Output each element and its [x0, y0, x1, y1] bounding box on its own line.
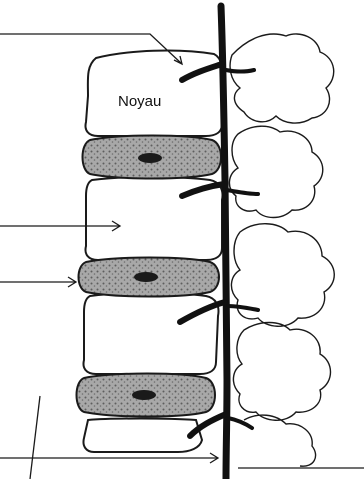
nerve-root-3b	[228, 306, 258, 310]
posterior-processes	[229, 34, 334, 466]
disc-nucleus-3	[132, 390, 156, 400]
posterior-process-2	[229, 126, 322, 217]
corner-mark	[30, 396, 40, 479]
nerve-root-1b	[226, 70, 254, 72]
posterior-process-1	[230, 34, 334, 123]
posterior-process-4	[233, 323, 330, 421]
vertebra-body-3	[84, 293, 219, 374]
vertebra-body-4	[83, 419, 202, 453]
nerve-root-4b	[228, 418, 252, 428]
disc-nucleus-2	[134, 272, 158, 282]
posterior-process-3	[231, 224, 334, 327]
posterior-process-5	[244, 415, 316, 466]
disc-nucleus-1	[138, 153, 162, 163]
nucleus-label: Noyau	[118, 93, 161, 110]
nerve-root-2b	[227, 190, 258, 194]
